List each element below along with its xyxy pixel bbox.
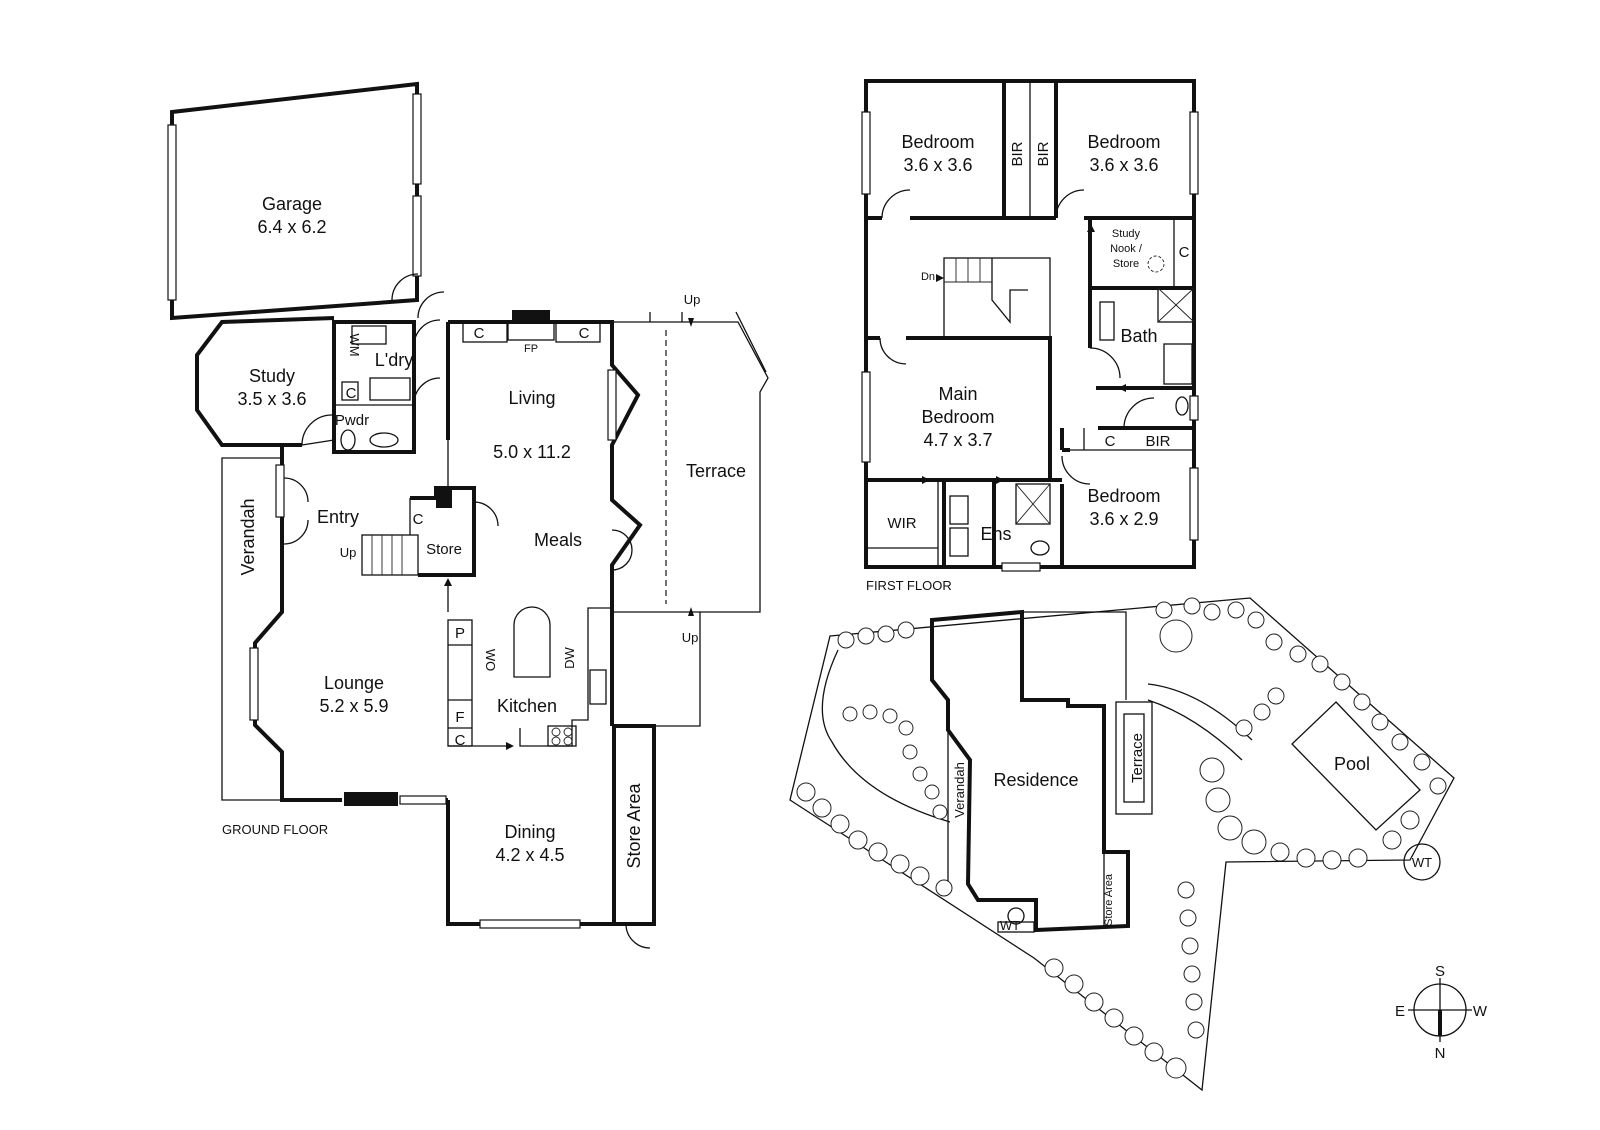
laundry-label: L'dry xyxy=(375,350,413,370)
bedroom-3-label: Bedroom xyxy=(1087,486,1160,506)
bed3-bir-label: BIR xyxy=(1145,433,1170,450)
bedroom-3-size: 3.6 x 2.9 xyxy=(1089,509,1158,529)
ensuite-label: Ens xyxy=(980,524,1011,544)
lounge-label: Lounge xyxy=(324,673,384,693)
stair-down-label: Dn xyxy=(921,271,935,283)
study-nook-line1: Study xyxy=(1112,228,1141,240)
fp-bottom-label: FP xyxy=(364,794,378,806)
water-tank-label-house: WT xyxy=(1000,918,1020,933)
bedroom-1-label: Bedroom xyxy=(901,132,974,152)
bir-left-label: BIR xyxy=(1009,141,1026,166)
bedroom-1-size: 3.6 x 3.6 xyxy=(903,155,972,175)
site-plan: Residence Verandah Terrace Store Area Po… xyxy=(789,597,1455,1092)
compass-east: E xyxy=(1395,1003,1405,1020)
entry-label: Entry xyxy=(317,507,359,527)
store-area-room xyxy=(612,724,656,949)
study-nook-line3: Store xyxy=(1113,258,1139,270)
bedroom-2-label: Bedroom xyxy=(1087,132,1160,152)
dining-size: 4.2 x 4.5 xyxy=(495,845,564,865)
fp-top-label: FP xyxy=(524,343,538,355)
living-cupboard-left: C xyxy=(474,325,485,342)
main-bedroom-line1: Main xyxy=(938,384,977,404)
terrace-outline xyxy=(612,311,769,727)
living-size: 5.0 x 11.2 xyxy=(493,442,571,462)
living-cupboard-right: C xyxy=(579,325,590,342)
wm-label: WM xyxy=(347,333,362,356)
nook-cupboard-label: C xyxy=(1179,244,1190,261)
site-store-area-label: Store Area xyxy=(1103,873,1115,926)
verandah-label: Verandah xyxy=(238,498,258,575)
laundry-cupboard-label: C xyxy=(346,385,357,402)
dishwasher-label: DW xyxy=(562,646,577,668)
store-label: Store xyxy=(426,541,462,558)
laundry-block xyxy=(332,319,441,454)
site-trees xyxy=(796,597,1447,1079)
ground-floor-plan: Garage 6.4 x 6.2 Study 3.5 x 3.6 L'dry P… xyxy=(167,81,769,949)
garage-label: Garage xyxy=(262,194,322,214)
verandah-outline xyxy=(221,457,282,801)
kitchen-fixtures xyxy=(447,606,612,747)
fridge-label: F xyxy=(455,709,464,726)
store-area-label: Store Area xyxy=(624,782,644,868)
terrace-up-top: Up xyxy=(684,292,701,307)
garage-size: 6.4 x 6.2 xyxy=(257,217,326,237)
dining-label: Dining xyxy=(504,822,555,842)
compass-west: W xyxy=(1473,1003,1488,1020)
bir-right-label: BIR xyxy=(1035,141,1052,166)
kitchen-cupboard-label: C xyxy=(455,732,466,749)
wir-label: WIR xyxy=(887,515,916,532)
garage-room xyxy=(167,81,445,321)
study-room xyxy=(195,316,335,447)
main-bedroom-size: 4.7 x 3.7 xyxy=(923,430,992,450)
kitchen-label: Kitchen xyxy=(497,696,557,716)
pool-outline xyxy=(1291,701,1421,831)
site-terrace-label: Terrace xyxy=(1129,733,1146,783)
up-stair-label: Up xyxy=(340,545,357,560)
lounge-size: 5.2 x 5.9 xyxy=(319,696,388,716)
bath-label: Bath xyxy=(1120,326,1157,346)
site-verandah-label: Verandah xyxy=(952,762,967,818)
bedroom-2-size: 3.6 x 3.6 xyxy=(1089,155,1158,175)
main-bedroom-line2: Bedroom xyxy=(921,407,994,427)
terrace-label: Terrace xyxy=(686,461,746,481)
water-tank-label-pool: WT xyxy=(1412,855,1432,870)
compass-north: N xyxy=(1435,1045,1446,1062)
ground-floor-title: GROUND FLOOR xyxy=(222,822,328,837)
study-size: 3.5 x 3.6 xyxy=(237,389,306,409)
bed3-cupboard-label: C xyxy=(1105,433,1116,450)
pantry-label: P xyxy=(455,625,465,642)
living-label: Living xyxy=(508,388,555,408)
first-floor-plan: Bedroom 3.6 x 3.6 Bedroom 3.6 x 3.6 BIR … xyxy=(861,79,1199,593)
pool-label: Pool xyxy=(1334,754,1370,774)
study-nook-line2: Nook / xyxy=(1110,243,1143,255)
compass-icon: S N E W xyxy=(1395,963,1488,1062)
compass-south: S xyxy=(1435,963,1445,980)
store-cupboard-label: C xyxy=(413,511,424,528)
residence-label: Residence xyxy=(993,770,1078,790)
meals-label: Meals xyxy=(534,530,582,550)
terrace-up-bottom: Up xyxy=(682,630,699,645)
first-floor-title: FIRST FLOOR xyxy=(866,578,952,593)
powder-label: Pwdr xyxy=(335,412,369,429)
wall-oven-label: WO xyxy=(483,649,498,671)
study-label: Study xyxy=(249,366,295,386)
ground-stair-store xyxy=(361,486,499,577)
